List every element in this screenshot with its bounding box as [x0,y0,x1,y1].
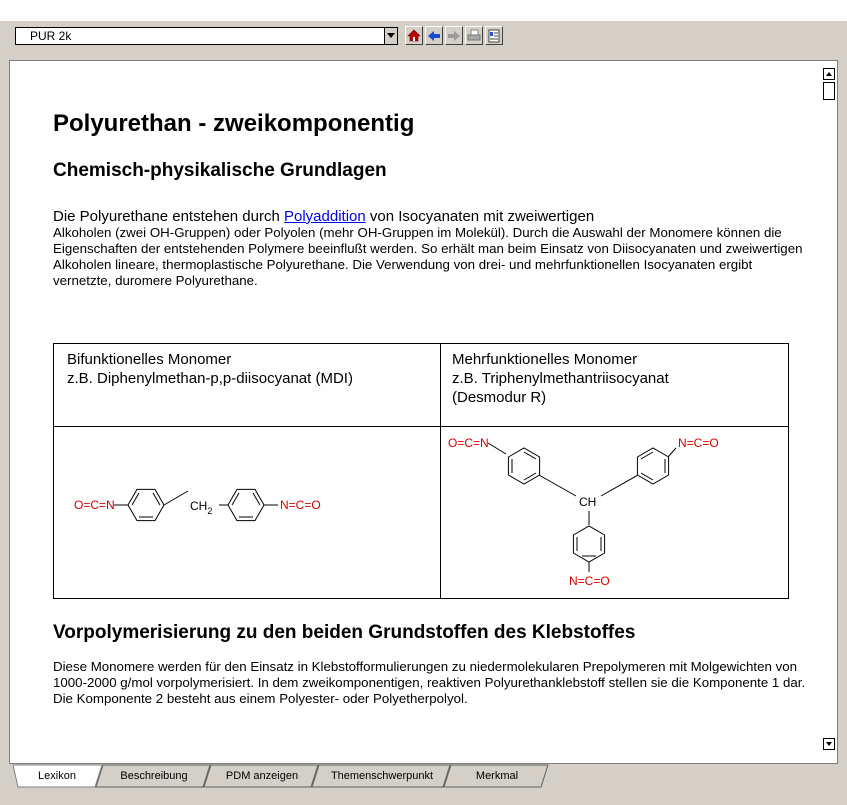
back-arrow-icon [428,30,440,41]
tab-outlines [12,764,549,788]
topic-dropdown[interactable]: PUR 2k [15,27,398,45]
back-button[interactable] [425,26,443,45]
print-button[interactable] [465,26,483,45]
isocyanate-group-c: N=C=O [569,574,610,588]
tab-lexikon[interactable]: Lexikon [38,770,76,782]
content-panel: Polyurethan - zweikomponentig Chemisch-p… [9,60,838,764]
para-text-after-link: von Isocyanaten mit zweiwertigen [365,208,595,225]
tab-bar: Lexikon Beschreibung PDM anzeigen Themen… [0,764,847,805]
scroll-down-icon [826,742,832,746]
isocyanate-group-b: N=C=O [678,436,719,450]
central-ch-label: CH [579,495,596,509]
methylene-bridge-label: CH2 [190,499,212,516]
page-title: Polyurethan - zweikomponentig [53,110,415,137]
chevron-down-icon [387,33,395,38]
cell-heading: Bifunktionelles Monomer [67,351,232,368]
dropdown-arrow-button[interactable] [384,27,398,45]
book-button[interactable] [485,26,503,45]
tab-merkmal[interactable]: Merkmal [475,770,519,782]
vertical-scrollbar[interactable] [823,68,836,752]
scroll-up-icon [826,72,832,76]
dropdown-value: PUR 2k [30,29,72,43]
table-cell-bifunctional: Bifunktionelles Monomer z.B. Diphenylmet… [67,350,353,388]
forward-button[interactable] [445,26,463,45]
tab-pdm-anzeigen[interactable]: PDM anzeigen [225,770,299,782]
para-text-start: Die Polyurethane entstehen durch [53,208,284,225]
table-divider [440,344,441,598]
cell-example-tradename: (Desmodur R) [452,389,547,406]
intro-paragraph: Die Polyurethane entstehen durch Polyadd… [53,209,813,289]
document-content: Polyurethan - zweikomponentig Chemisch-p… [23,61,813,761]
tab-themenschwerpunkt[interactable]: Themenschwerpunkt [330,770,434,782]
table-divider [54,426,788,427]
scroll-thumb[interactable] [823,82,835,100]
forward-arrow-icon [448,30,460,41]
scroll-down-button[interactable] [823,738,835,750]
mdi-structure-diagram: O=C=N CH2 N=C=O [74,488,321,522]
table-cell-multifunctional: Mehrfunktionelles Monomer z.B. Triphenyl… [452,350,669,407]
home-button[interactable] [405,26,423,45]
tab-beschreibung[interactable]: Beschreibung [120,770,188,782]
section-heading-prepolymer: Vorpolymerisierung zu den beiden Grundst… [53,622,636,643]
monomer-table: Bifunktionelles Monomer z.B. Diphenylmet… [53,343,789,599]
polyaddition-link[interactable]: Polyaddition [283,208,366,225]
cell-example: z.B. Triphenylmethantriisocyanat [452,370,669,387]
print-icon [467,29,481,41]
section-heading-basics: Chemisch-physikalische Grundlagen [53,160,387,181]
cell-heading: Mehrfunktionelles Monomer [452,351,638,368]
home-icon [407,29,421,42]
isocyanate-group-left: O=C=N [74,498,115,512]
book-icon [488,29,500,42]
top-strip [0,0,847,21]
cell-example: z.B. Diphenylmethan-p,p-diisocyanat (MDI… [67,370,353,387]
para-text-rest: Alkoholen (zwei OH-Gruppen) oder Polyole… [53,225,803,288]
prepolymer-paragraph: Diese Monomere werden für den Einsatz in… [53,659,806,706]
triisocyanate-structure-diagram: O=C=N CH N=C=O [448,436,719,588]
isocyanate-group-right: N=C=O [280,498,321,512]
isocyanate-group-a: O=C=N [448,436,489,450]
scroll-up-button[interactable] [823,68,835,80]
